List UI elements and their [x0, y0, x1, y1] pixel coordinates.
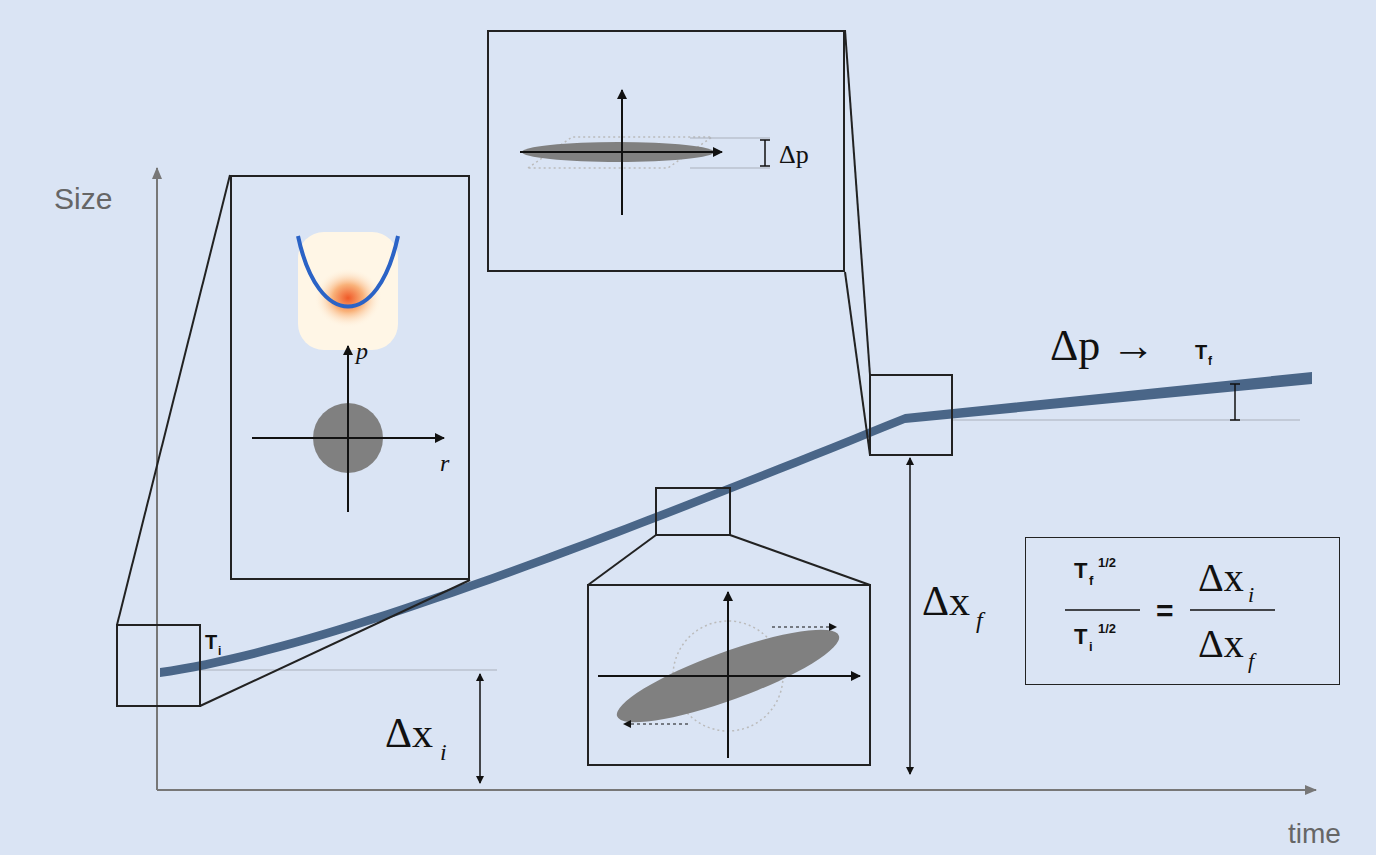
- drawing-part: [1190, 609, 1275, 611]
- temperature-symbol: T: [1074, 626, 1087, 648]
- drawing-part: [845, 272, 870, 455]
- drawing-part: [588, 585, 870, 765]
- drawing-part: [588, 535, 656, 585]
- drawing-part: [760, 165, 770, 167]
- subscript: i: [1089, 640, 1093, 653]
- drawing-part: [760, 139, 770, 141]
- dimension-arrows: [480, 384, 1240, 783]
- drawing-part: [117, 175, 230, 625]
- drawing-part: [952, 420, 1300, 421]
- size-symbol: Δx: [922, 580, 970, 622]
- drawing-part: [624, 723, 688, 724]
- drawing-part: [656, 488, 730, 535]
- drawing-part: [1065, 609, 1140, 611]
- subscript: i: [1248, 584, 1254, 606]
- drawing-part: [727, 592, 729, 758]
- temperature-symbol: T: [205, 632, 217, 652]
- sheared-ellipse: [598, 592, 860, 758]
- axes: [157, 168, 1316, 790]
- drawing-part: [200, 580, 470, 706]
- drawing-part: [479, 674, 481, 783]
- formula-box: Tf1/2Ti1/2=ΔxiΔxf: [1025, 537, 1340, 685]
- flat-ellipse: [520, 90, 770, 215]
- drawing-part: [298, 236, 398, 307]
- drawing-part: [621, 90, 623, 215]
- momentum-spread: Δp: [779, 142, 809, 168]
- drawing-part: [909, 458, 911, 774]
- drawing-part: [772, 626, 836, 627]
- drawing-part: [156, 168, 158, 790]
- axis-title: Size: [54, 184, 112, 214]
- phase-space-circle: [252, 346, 444, 512]
- drawing-part: [764, 140, 766, 166]
- inset-frame: Δp: [487, 30, 845, 272]
- axis-title: time: [1288, 820, 1341, 848]
- exponent: 1/2: [1098, 622, 1116, 635]
- drawing-part: [870, 375, 952, 455]
- axis-label: p: [356, 339, 368, 363]
- zoom-frames: [117, 30, 952, 765]
- subscript: f: [1089, 574, 1093, 587]
- drawing-part: [690, 138, 770, 139]
- temperature-symbol: T: [1074, 560, 1087, 582]
- drawing-part: [314, 268, 382, 328]
- drawing-part: [730, 535, 870, 585]
- drawing-part: [200, 670, 497, 671]
- drawing-part: [347, 346, 349, 512]
- drawing-part: [117, 625, 200, 706]
- subscript: f: [976, 608, 983, 632]
- drawing-part: [1230, 419, 1240, 421]
- harmonic-trap-icon: [298, 232, 398, 350]
- size-symbol: Δx: [1198, 624, 1244, 664]
- size-symbol: Δx: [385, 712, 433, 754]
- size-symbol: Δx: [1198, 558, 1244, 598]
- subscript: i: [218, 645, 221, 657]
- drawing-part: [1234, 384, 1236, 420]
- subscript: f: [1248, 650, 1254, 672]
- drawing-part: [157, 789, 1316, 791]
- drawing-part: [690, 168, 770, 169]
- inset-frame: pr: [230, 175, 470, 580]
- drawing-part: [845, 30, 870, 375]
- axis-label: r: [440, 451, 449, 475]
- drawing-part: [298, 232, 398, 350]
- drawing-part: [1230, 383, 1240, 385]
- subscript: f: [1208, 355, 1212, 367]
- subscript: i: [440, 740, 447, 764]
- temperature-symbol: T: [1195, 342, 1207, 362]
- exponent: 1/2: [1098, 556, 1116, 569]
- momentum-spread: Δp →: [1050, 324, 1155, 368]
- equals-sign: =: [1156, 596, 1174, 626]
